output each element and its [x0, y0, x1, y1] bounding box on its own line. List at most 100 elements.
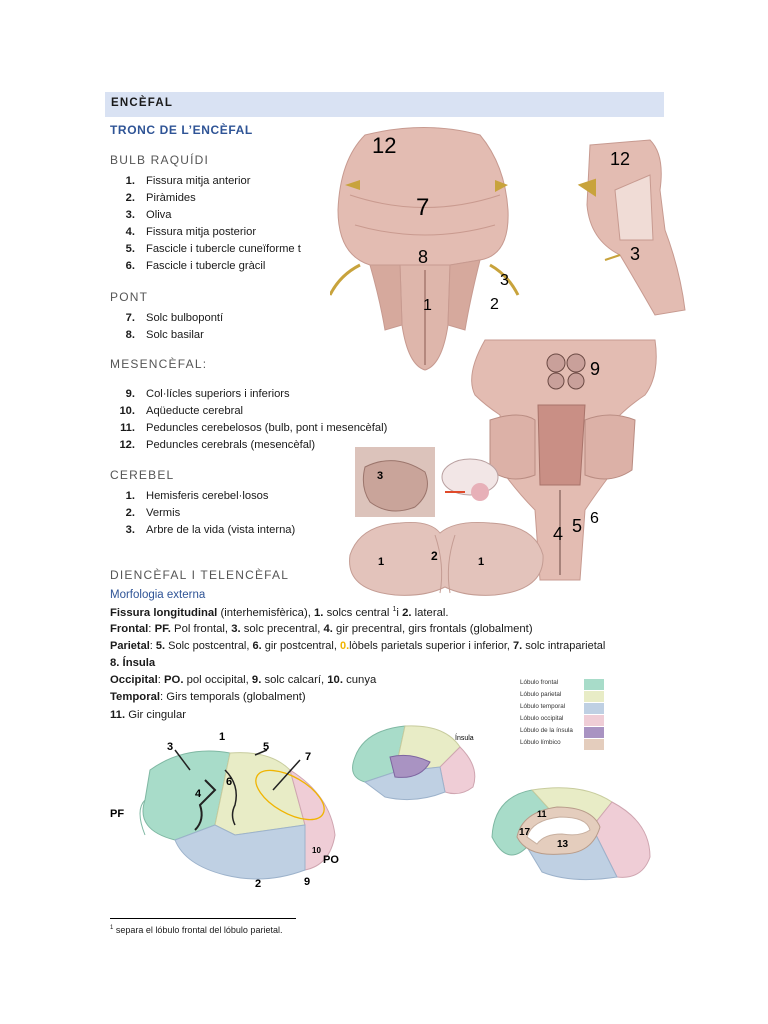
cerebel-heading: CEREBEL	[110, 468, 175, 482]
term: 1.	[314, 606, 324, 619]
text: gir postcentral,	[261, 640, 340, 652]
legend-swatch	[584, 703, 604, 714]
figure-label: PO	[323, 854, 339, 866]
lateral-brain-figure: 3 1 5 7 6 4 PF 10 PO 2 9	[110, 731, 339, 890]
figure-label: 12	[610, 149, 630, 169]
text: solcs central	[323, 606, 393, 619]
item-text: Arbre de la vida (vista interna)	[146, 524, 296, 536]
figure-label: Ínsula	[455, 733, 474, 742]
paragraph-occipital: Occipital: PO. pol occipital, 9. solc ca…	[110, 674, 376, 686]
text: Solc postcentral,	[165, 640, 253, 652]
figure-label: 12	[372, 133, 396, 158]
item-number: 3.	[125, 524, 135, 536]
diencefal-heading: DIENCÈFAL I TELENCÈFAL	[110, 568, 290, 582]
term: Temporal	[110, 691, 161, 703]
item-number: 2.	[125, 507, 135, 519]
figure-label: 8	[418, 247, 428, 267]
bulb-heading: BULB RAQUÍDI	[110, 153, 210, 167]
item-text: Fissura mitja anterior	[146, 175, 251, 187]
item-number: 12.	[119, 439, 135, 451]
legend-swatch	[584, 727, 604, 738]
figure-label: 1	[378, 556, 384, 568]
item-text: Fascicle i tubercle gràcil	[146, 260, 266, 272]
figure-label: 3	[167, 741, 173, 753]
list-item: 2.Vermis	[110, 507, 181, 519]
text: gir precentral, girs frontals (globalmen…	[332, 623, 533, 635]
item-text: Fascicle i tubercle cuneïforme t	[146, 243, 301, 255]
figure-label: 3	[630, 244, 640, 264]
text: :	[149, 640, 156, 652]
figure-label: 9	[304, 876, 310, 888]
figure-label: 10	[312, 846, 321, 855]
text: solc precentral,	[240, 623, 324, 635]
item-number: 4.	[125, 226, 135, 238]
list-item: 12.Peduncles cerebrals (mesencèfal)	[110, 439, 315, 451]
figure-label: 9	[590, 359, 600, 379]
text: lòbels parietals superior i inferior,	[349, 640, 513, 652]
figure-label: 7	[305, 751, 311, 763]
item-text: Peduncles cerebelosos (bulb, pont i mese…	[146, 422, 388, 434]
mesencefal-heading: MESENCÈFAL:	[110, 357, 208, 371]
figure-label: 7	[416, 194, 429, 221]
item-text: Solc basilar	[146, 329, 204, 341]
item-number: 1.	[125, 490, 135, 502]
list-item: 5. Fascicle i tubercle cuneïforme t	[110, 243, 301, 255]
item-text: Piràmides	[146, 192, 196, 204]
paragraph-parietal: Parietal: 5. Solc postcentral, 6. gir po…	[110, 640, 605, 652]
page-title: ENCÈFAL	[111, 97, 174, 109]
item-number: 9.	[125, 388, 135, 400]
list-item: 7.Solc bulbopontí	[110, 312, 223, 324]
list-item: 3. Arbre de la vida (vista interna)	[110, 524, 296, 536]
item-number: 1.	[125, 175, 135, 187]
term: 3.	[231, 623, 241, 635]
term: 11.	[110, 709, 126, 721]
text: : Girs temporals (globalment)	[160, 691, 306, 703]
text: Pol frontal,	[170, 623, 232, 635]
figure-label: 6	[590, 510, 599, 527]
text: (interhemisfèrica),	[217, 606, 315, 619]
term: 4.	[323, 623, 333, 635]
list-item: 2. Piràmides	[110, 192, 196, 204]
figure-label: 4	[553, 524, 563, 544]
text: :	[157, 674, 164, 686]
figure-label: 11	[537, 809, 547, 819]
item-number: 3.	[125, 209, 135, 221]
figure-label: 4	[195, 788, 202, 800]
figure-label: 17	[519, 827, 531, 838]
footnote-text: separa el lóbulo frontal del lóbulo pari…	[113, 925, 283, 935]
paragraph-insula: 8. Ínsula	[110, 657, 155, 669]
figure-label: 6	[226, 776, 232, 788]
morphology-heading: Morfologia externa	[110, 589, 206, 601]
list-item: 11.Peduncles cerebelosos (bulb, pont i m…	[110, 422, 387, 434]
cerebellum-figure: 1 2 1	[349, 522, 544, 596]
item-number: 8.	[125, 329, 135, 341]
term: 10.	[327, 674, 343, 686]
figure-label: 3	[500, 272, 509, 289]
term: Fissura longitudinal	[110, 606, 218, 619]
legend-swatch	[584, 691, 604, 702]
footnote-number: 1	[110, 925, 114, 931]
list-item: 1. Fissura mitja anterior	[110, 175, 251, 187]
legend-item: Lóbulo límbico	[520, 739, 604, 751]
legend-swatch	[584, 679, 604, 690]
item-number: 10.	[119, 405, 135, 417]
paragraph-temporal: Temporal: Girs temporals (globalment)	[110, 691, 306, 703]
legend-swatch	[584, 715, 604, 726]
list-item: 9. Col·lícles superiors i inferiors	[110, 388, 290, 400]
term: 5.	[155, 640, 166, 652]
list-item: 8. Solc basilar	[110, 329, 204, 341]
figure-label: 2	[431, 549, 438, 563]
figure-label: 1	[478, 556, 484, 568]
paragraph-frontal: Frontal: PF. Pol frontal, 3. solc precen…	[110, 623, 533, 635]
item-text: Hemisferis cerebel·losos	[146, 490, 269, 502]
text: :	[148, 623, 155, 635]
paragraph-fissura: Fissura longitudinal (interhemisfèrica),…	[110, 606, 449, 619]
footnote-ref[interactable]: 1	[392, 606, 397, 613]
item-number: 2.	[125, 192, 135, 204]
item-number: 5.	[125, 243, 135, 255]
figure-label: 1	[423, 297, 432, 314]
item-text: Oliva	[146, 209, 172, 221]
item-text: Col·lícles superiors i inferiors	[146, 388, 290, 400]
figure-label: PF	[110, 808, 124, 820]
term: Parietal	[110, 640, 150, 652]
